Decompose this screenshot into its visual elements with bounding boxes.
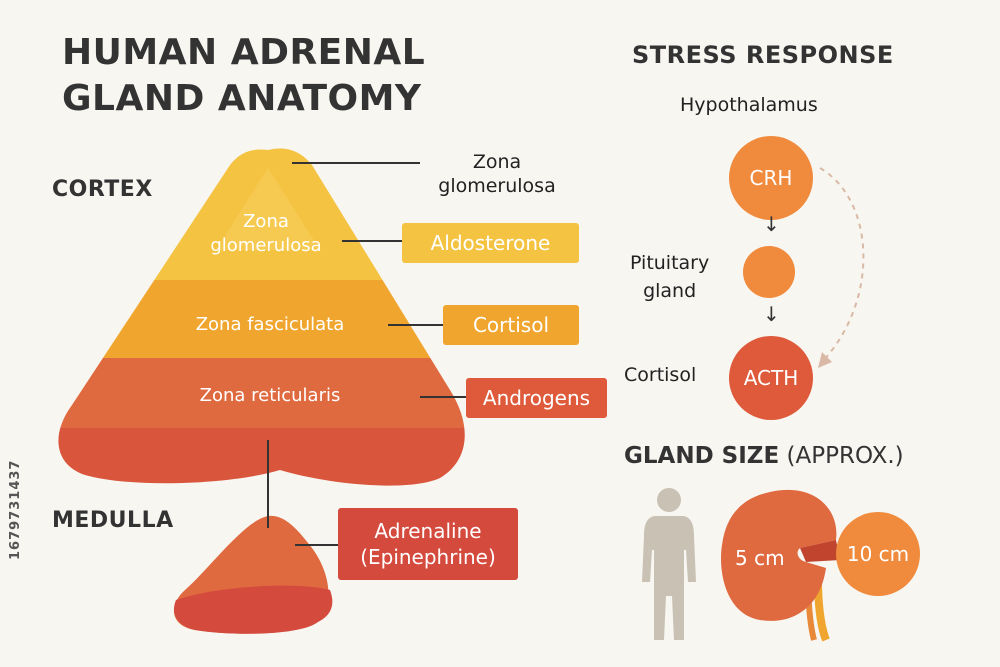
title-line-1: HUMAN ADRENAL: [62, 32, 426, 73]
kidney-icon: [720, 489, 837, 621]
cortisol-pill: Cortisol: [443, 305, 579, 345]
androgens-pill: Androgens: [466, 378, 607, 418]
zone-glomerulosa-label: Zona glomerulosa: [186, 210, 346, 258]
acth-circle: ACTH: [729, 336, 813, 420]
feedback-arrow-head: [818, 352, 832, 368]
adrenaline-line-2: (Epinephrine): [360, 545, 496, 569]
down-arrow-icon-2: ↓: [763, 302, 780, 326]
cortisol-label: Cortisol: [624, 364, 697, 386]
human-silhouette-icon: [642, 488, 696, 640]
stress-response-title: STRESS RESPONSE: [632, 41, 894, 69]
top-callout-label: Zona glomerulosa: [432, 150, 562, 198]
pituitary-line-2: gland: [643, 280, 697, 302]
page-title: HUMAN ADRENAL GLAND ANATOMY: [62, 30, 482, 122]
zone-reticularis-label: Zona reticularis: [199, 385, 341, 406]
size-5cm-label: 5 cm: [735, 546, 785, 570]
aldosterone-pill: Aldosterone: [402, 223, 579, 263]
crh-circle: CRH: [729, 136, 813, 220]
pituitary-label: Pituitary gland: [630, 249, 709, 305]
medulla-lower-shape: [174, 585, 333, 634]
gland-size-title-bold: GLAND SIZE: [624, 443, 780, 469]
zone-glomerulosa-line-2: glomerulosa: [210, 235, 322, 256]
gland-size-title-rest: (APPROX.): [786, 443, 904, 469]
down-arrow-icon-1: ↓: [763, 212, 780, 236]
reticularis-band: [58, 358, 465, 428]
adrenaline-pill: Adrenaline (Epinephrine): [338, 508, 518, 580]
adrenaline-line-1: Adrenaline: [374, 519, 482, 543]
medulla-label: MEDULLA: [52, 508, 174, 533]
gland-size-title: GLAND SIZE (APPROX.): [624, 443, 904, 469]
renal-vessel: [800, 540, 840, 562]
zone-fasciculata-label: Zona fasciculata: [195, 314, 345, 335]
reticularis-lower-band: [58, 428, 465, 486]
zone-glomerulosa-line-1: Zona: [243, 211, 289, 232]
size-10cm-circle: 10 cm: [836, 512, 920, 596]
cortex-label: CORTEX: [52, 177, 153, 202]
feedback-arrow-path: [819, 167, 865, 363]
top-callout-line-1: Zona: [472, 151, 522, 173]
pituitary-circle: [743, 246, 795, 298]
top-callout-line-2: glomerulosa: [438, 175, 556, 197]
title-line-2: GLAND ANATOMY: [62, 78, 422, 119]
hypothalamus-label: Hypothalamus: [680, 94, 818, 116]
stock-id-watermark: 1679731437: [8, 459, 23, 560]
glomerulosa-highlight: [216, 168, 320, 250]
pituitary-line-1: Pituitary: [630, 252, 710, 274]
